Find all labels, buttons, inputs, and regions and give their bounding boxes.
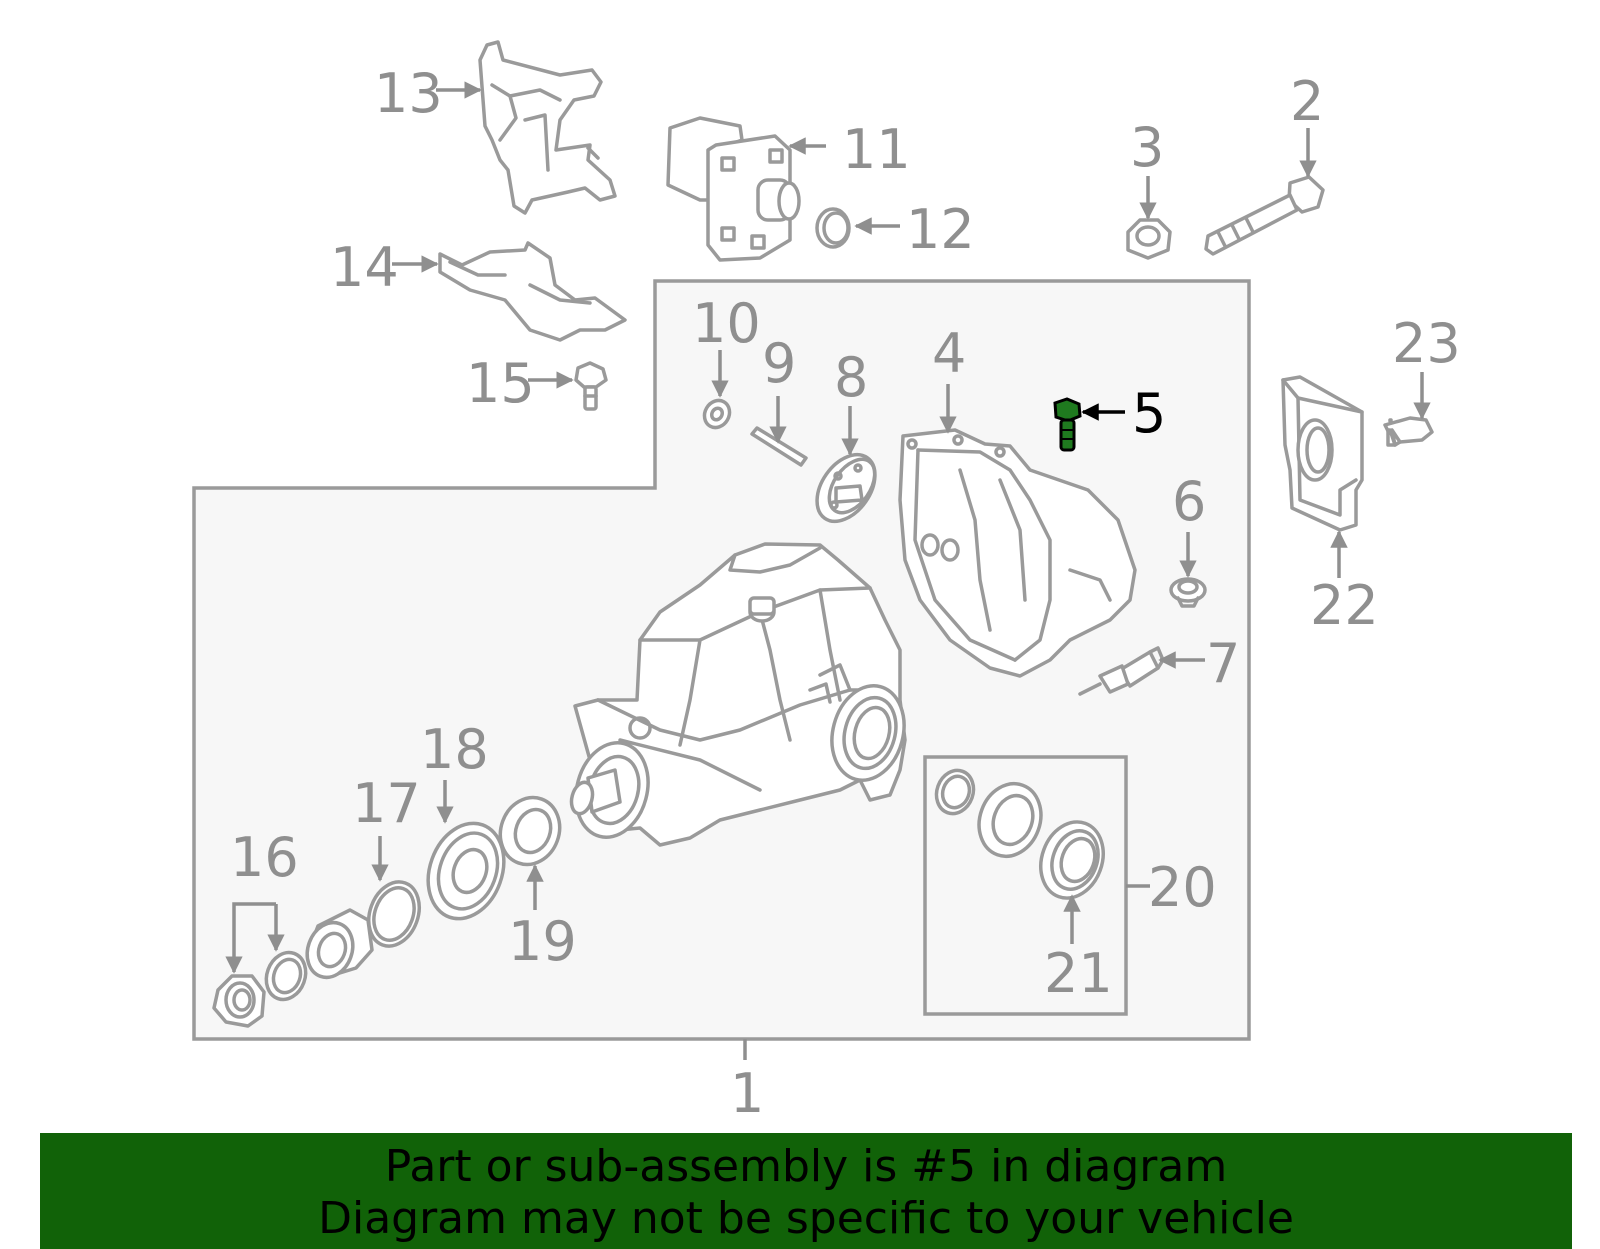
callout-11: 11 <box>842 118 911 181</box>
part-11-actuator <box>666 116 801 262</box>
callout-17: 17 <box>352 772 421 835</box>
part-16-nut-and-washer <box>212 908 374 1028</box>
part-17-ring <box>367 880 421 948</box>
callout-6: 6 <box>1172 470 1206 533</box>
part-12-o-ring <box>815 207 851 249</box>
callout-4: 4 <box>932 322 966 385</box>
callout-22: 22 <box>1310 574 1379 637</box>
part-19-seal <box>498 795 562 867</box>
callout-5: 5 <box>1132 382 1166 445</box>
callout-2: 2 <box>1290 70 1324 133</box>
part-18-flange <box>426 821 506 921</box>
callout-13: 13 <box>374 62 443 125</box>
callout-labels: 13 11 12 3 2 14 15 10 9 8 4 5 6 7 23 22 … <box>230 62 1461 1125</box>
part-6-plug <box>1169 577 1207 608</box>
part-5-bolt-highlighted <box>1053 397 1082 452</box>
callout-12: 12 <box>906 198 975 261</box>
part-3-nut <box>1126 218 1172 260</box>
part-13-bracket <box>478 40 617 215</box>
callout-10: 10 <box>692 292 761 355</box>
callout-20: 20 <box>1148 856 1217 919</box>
part-20-kit-seal <box>977 781 1043 859</box>
part-14-shield <box>438 241 627 342</box>
part-21-seal <box>1039 820 1105 900</box>
part-15-bolt <box>574 361 608 411</box>
part-10-washer <box>702 398 732 430</box>
callout-16: 16 <box>230 826 299 889</box>
part-4-cover <box>898 428 1137 678</box>
callout-14: 14 <box>330 236 399 299</box>
callout-3: 3 <box>1130 116 1164 179</box>
callout-21: 21 <box>1044 942 1113 1005</box>
part-20-kit-ring <box>934 768 976 816</box>
callout-23: 23 <box>1392 312 1461 375</box>
part-8-flange <box>815 452 877 524</box>
callout-18: 18 <box>420 718 489 781</box>
callout-15: 15 <box>466 352 535 415</box>
differential-housing <box>569 542 907 847</box>
part-2-bolt <box>1204 175 1325 256</box>
callout-19: 19 <box>508 910 577 973</box>
banner-line-2: Diagram may not be specific to your vehi… <box>318 1193 1294 1244</box>
leader-lines <box>225 81 1431 1060</box>
part-22-bracket <box>1281 375 1364 532</box>
banner-line-1: Part or sub-assembly is #5 in diagram <box>384 1141 1228 1192</box>
callout-8: 8 <box>834 346 868 409</box>
callout-1: 1 <box>730 1062 764 1125</box>
callout-9: 9 <box>762 332 796 395</box>
callout-7: 7 <box>1206 632 1240 695</box>
part-9-pin <box>750 426 808 467</box>
info-banner: Part or sub-assembly is #5 in diagram Di… <box>40 1133 1572 1249</box>
part-23-bolt <box>1383 416 1434 447</box>
